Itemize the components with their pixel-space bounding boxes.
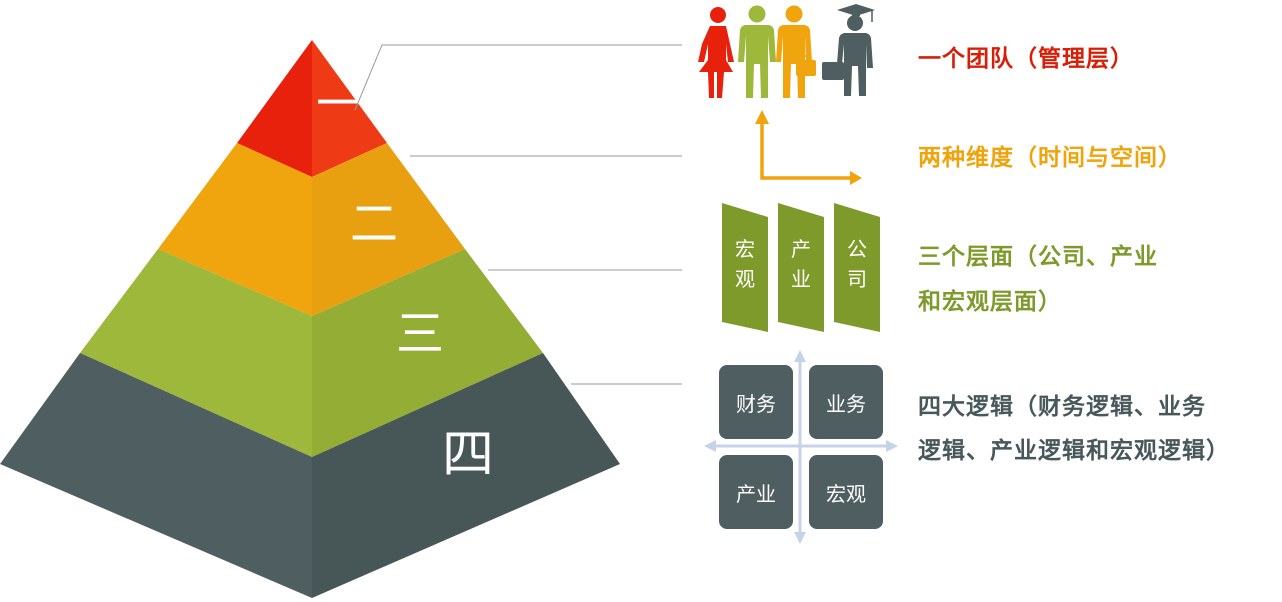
banner-macro-char-1: 宏 [735,237,755,261]
quadrant-macro: 宏观 [809,455,883,529]
pyramid-tier-4 [0,353,620,598]
pyramid-tier-3 [80,249,543,457]
tier-4-numeral: 四 [442,425,494,485]
banner-industry-char-1: 产 [791,237,811,261]
person-male-icon [738,5,776,98]
banner-industry [778,203,824,332]
person-female-icon [698,7,734,98]
leader-line-1 [354,44,682,111]
quadrant-finance: 财务 [719,365,793,439]
axes-icon [755,110,862,185]
banner-macro-char-2: 观 [735,267,755,291]
quadrant-business-label: 业务 [826,391,866,416]
banner-macro [722,203,768,332]
pyramid-tier-1 [237,40,387,177]
layer-banners: 宏 观 产 业 公 司 [722,203,880,332]
banner-company-char-2: 司 [847,267,867,291]
banner-company-char-1: 公 [847,237,867,261]
tier-3-numeral: 三 [396,306,444,362]
quadrant-industry: 产业 [719,455,793,529]
tier-1-numeral: 一 [316,76,364,132]
team-people-icons [698,4,875,98]
tier-2-numeral: 二 [350,196,398,252]
person-businessman-icon [776,5,816,98]
person-graduate-icon [822,4,875,96]
banner-company [834,203,880,332]
label-four-logics-line1: 四大逻辑（财务逻辑、业务 [918,394,1206,420]
label-two-dimensions: 两种维度（时间与空间） [918,145,1182,171]
pyramid: 一 二 三 四 [0,40,620,598]
banner-industry-char-2: 业 [791,267,811,291]
leader-lines [354,44,682,385]
cross-arrows-icon [704,350,898,544]
label-one-team: 一个团队（管理层） [918,46,1134,72]
pyramid-tier-2 [158,143,465,316]
quadrant-industry-label: 产业 [736,481,776,506]
label-three-layers-line1: 三个层面（公司、产业 [918,244,1158,270]
quadrant-business: 业务 [809,365,883,439]
quadrant-finance-label: 财务 [736,391,776,416]
quadrant-macro-label: 宏观 [826,481,866,506]
label-four-logics-line2: 逻辑、产业逻辑和宏观逻辑） [918,438,1230,464]
label-three-layers-line2: 和宏观层面） [918,289,1062,315]
